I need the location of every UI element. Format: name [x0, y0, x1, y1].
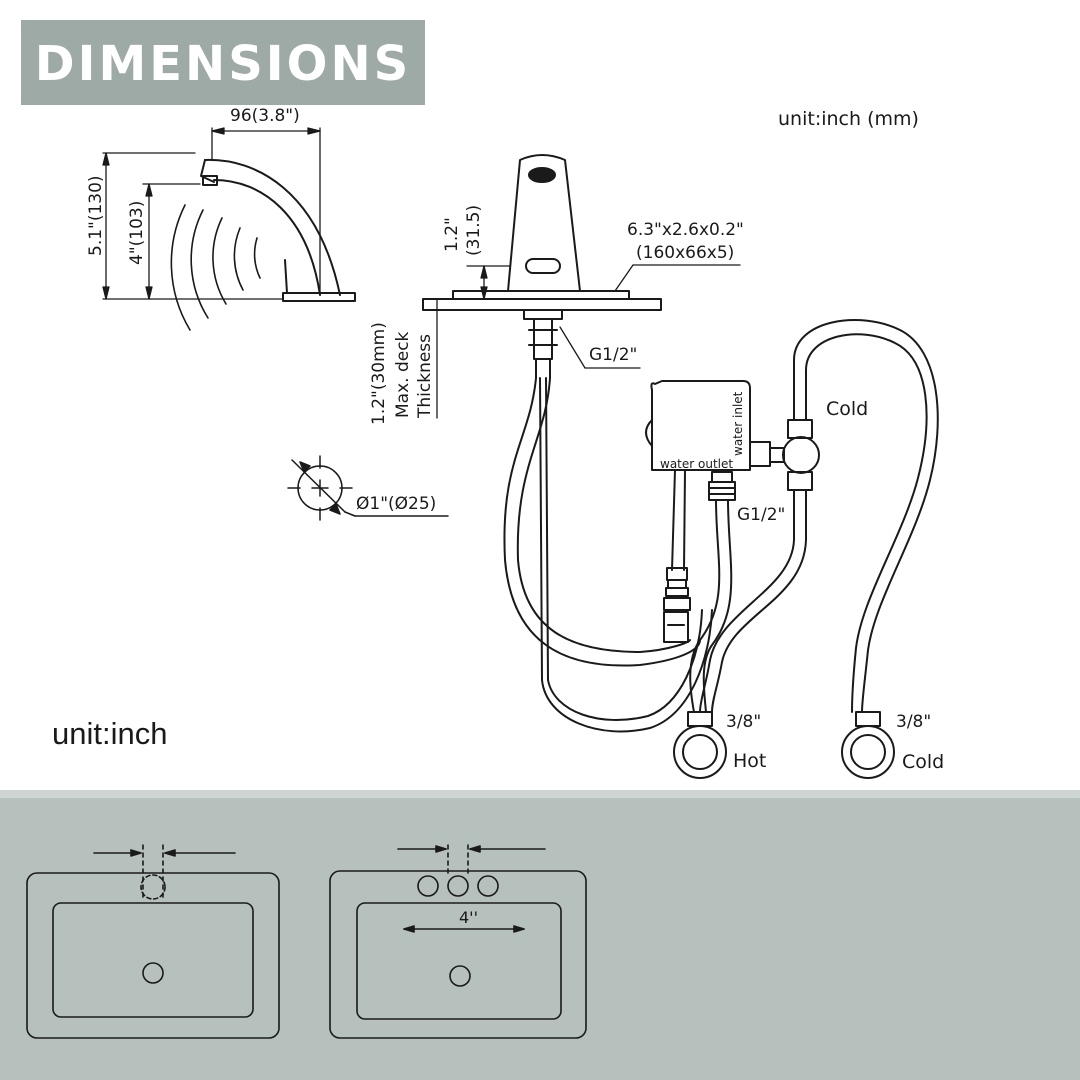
deck-thickness-line3: Thickness	[415, 333, 435, 418]
cold-tee-label: Cold	[826, 398, 869, 420]
panel-divider	[0, 790, 1080, 798]
page-title: DIMENSIONS	[34, 36, 412, 92]
hot-label: Hot	[733, 750, 767, 772]
hole-diameter-label: Ø1"(Ø25)	[356, 494, 437, 514]
cold-label: Cold	[902, 751, 945, 773]
sensor-height-mm-label: (31.5)	[464, 204, 484, 256]
valve-thread-label: G1/2"	[737, 505, 786, 525]
hot-supply-fitting	[673, 711, 727, 779]
faucet-dimension-lines	[422, 264, 741, 419]
deck-thickness-value: 1.2"(30mm)	[369, 322, 389, 425]
unit-label-left: unit:inch	[52, 716, 168, 751]
sensor-height-label: 1.2"	[442, 217, 462, 252]
unit-label-top: unit:inch (mm)	[778, 108, 919, 130]
base-plate-mm-label: (160x66x5)	[636, 243, 735, 263]
spout-side-view	[200, 158, 356, 302]
supply-hoses	[689, 319, 939, 713]
spout-dimension-lines	[102, 127, 321, 300]
deck-thickness-line2: Max. deck	[393, 331, 413, 418]
hot-size-label: 3/8"	[726, 712, 762, 732]
sink-layout-panel	[0, 790, 1080, 1080]
faucet-thread-label: G1/2"	[589, 345, 638, 365]
spout-reach-label: 96(3.8")	[230, 106, 300, 126]
water-outlet-label: water outlet	[660, 457, 734, 471]
sink-single-hole	[26, 844, 280, 1039]
water-inlet-label: water inlet	[731, 391, 745, 456]
mounting-hole	[287, 455, 449, 521]
base-plate-label: 6.3"x2.6x0.2"	[627, 220, 744, 240]
hole-spacing-label: 4''	[459, 908, 478, 927]
sensor-wave-arcs	[170, 204, 261, 331]
sink-three-hole	[329, 844, 587, 1039]
faucet-hoses	[503, 377, 713, 733]
cold-supply-fitting	[841, 711, 895, 779]
header-banner: DIMENSIONS	[21, 20, 425, 105]
cold-size-label: 3/8"	[896, 712, 932, 732]
faucet-front-view	[422, 154, 662, 379]
solenoid-valve-box	[645, 380, 820, 643]
spout-total-height-label: 5.1"(130)	[86, 175, 106, 256]
spout-outlet-height-label: 4"(103)	[127, 200, 147, 265]
